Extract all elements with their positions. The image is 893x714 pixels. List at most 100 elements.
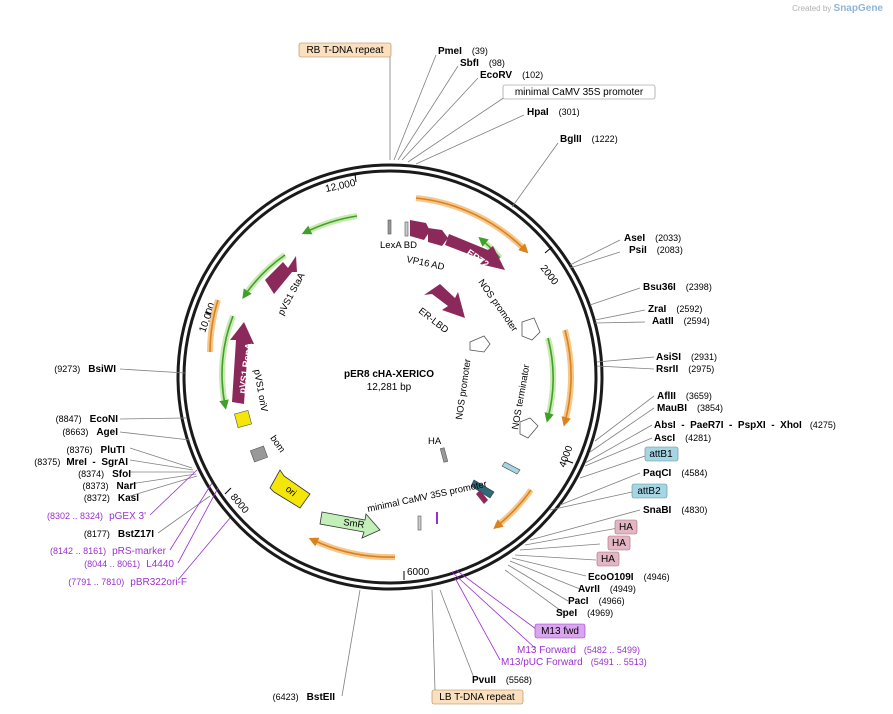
enzyme-kasi: (8372)KasI	[84, 493, 139, 504]
snapgene-logo: SnapGene	[833, 3, 883, 14]
label-lexa-bd: LexA BD	[380, 240, 417, 251]
leader-lines	[119, 54, 655, 697]
label-ha: HA	[428, 436, 442, 447]
enzyme-bglii: BglII(1222)	[560, 134, 618, 145]
ori-arrow	[269, 469, 311, 509]
enzyme-paqci: PaqCI(4584)	[643, 468, 707, 479]
attb1-label: attB1	[649, 449, 673, 460]
label-bom: bom	[268, 433, 288, 455]
enzyme-bsu36i: Bsu36I(2398)	[643, 282, 712, 293]
label-vp16-ad: VP16 AD	[405, 254, 445, 273]
tick-6000: 6000	[407, 567, 430, 578]
min35s-box: minimal CaMV 35S promoter	[502, 84, 656, 100]
enzyme-absi-group: AbsI - PaeR7I - PspXI - XhoI(4275)	[654, 420, 836, 431]
lb-tdna-box: LB T-DNA repeat	[431, 689, 524, 705]
ert2-arrow	[445, 234, 505, 270]
plasmid-length: 12,281 bp	[367, 382, 412, 393]
enzyme-paci: PacI(4966)	[568, 596, 625, 607]
enzyme-ecoo109i: EcoO109I(4946)	[588, 572, 670, 583]
attb1-marker	[501, 461, 521, 475]
ha-box-2: HA	[607, 535, 631, 551]
watermark-created-by: Created by	[792, 4, 832, 13]
enzyme-psii: PsiI(2083)	[629, 245, 683, 256]
backbone	[176, 163, 604, 591]
m13-marker	[436, 512, 438, 524]
attb2-label: attB2	[637, 486, 661, 497]
tick-4000: 4000	[557, 444, 575, 469]
ha-label-1: HA	[619, 522, 633, 533]
tick-8000: 8000	[228, 492, 251, 516]
outer-bands	[207, 195, 574, 561]
watermark: Created by SnapGene	[792, 3, 883, 14]
enzyme-pluti: (8376)PluTI	[67, 445, 126, 456]
enzyme-aatii: AatII(2594)	[652, 316, 710, 327]
enzyme-spei: SpeI(4969)	[556, 608, 613, 619]
enzyme-labels-right: PmeI(39) SbfI(98) EcoRV(102) HpaI(301) B…	[438, 46, 836, 686]
lb-tdna-label: LB T-DNA repeat	[439, 692, 515, 703]
primer-l4440: (8044 .. 8061)L4440	[84, 559, 174, 570]
nos-promoter-arrow-1	[521, 317, 541, 341]
enzyme-pmei: PmeI(39)	[438, 46, 488, 57]
primer-leader-lines	[149, 469, 541, 661]
ha-box-3: HA	[596, 551, 620, 567]
enzyme-asei: AseI(2033)	[624, 233, 681, 244]
nos-promoter-arrow-2	[469, 335, 491, 353]
enzyme-econi: (8847)EcoNI	[56, 414, 119, 425]
min35s-marker	[417, 515, 422, 531]
plasmid-name: pER8 cHA-XERICO	[344, 369, 434, 380]
enzyme-nari: (8373)NarI	[83, 481, 137, 492]
m13-fwd-box: M13 fwd	[534, 623, 586, 639]
primer-m13-forward: M13 Forward(5482 .. 5499)	[517, 645, 640, 656]
enzyme-sfoi: (8374)SfoI	[78, 469, 131, 480]
enzyme-mrei-group: (8375)MreI - SgrAI	[34, 457, 128, 468]
attb2-box: attB2	[631, 483, 668, 499]
bom-marker	[249, 445, 269, 463]
enzyme-agei: (8663)AgeI	[62, 427, 118, 438]
ha-label-3: HA	[601, 554, 615, 565]
smr-arrow	[319, 511, 381, 539]
pvs1-staa-arrow	[265, 256, 297, 294]
bd-marker	[404, 221, 409, 237]
enzyme-bsteii: (6423)BstEII	[273, 692, 336, 703]
label-nos-promoter-1: NOS promoter	[476, 277, 520, 333]
enzyme-snabi: SnaBI(4830)	[643, 505, 707, 516]
primer-m13-puc-forward: M13/pUC Forward(5491 .. 5513)	[501, 657, 647, 668]
ha-cluster-marker	[476, 490, 488, 504]
ha-box-1: HA	[614, 519, 638, 535]
primer-pbr322ori-f: (7791 .. 7810)pBR322ori-F	[68, 577, 187, 588]
rb-tdna-label: RB T-DNA repeat	[306, 45, 383, 56]
enzyme-ecorv: EcoRV(102)	[480, 70, 543, 81]
attb1-box: attB1	[644, 446, 679, 462]
features	[230, 219, 541, 539]
enzyme-pvuii: PvuII(5568)	[472, 675, 532, 686]
ha-inner-marker	[439, 447, 449, 463]
label-min35s-inner: minimal CaMV 35S promoter	[366, 479, 488, 515]
pvs1-repa-arrow	[230, 322, 254, 404]
lexa-bd-arrow	[410, 220, 430, 240]
enzyme-asci: AscI(4281)	[654, 433, 711, 444]
label-pvs1-oriv: pVS1 oriV	[251, 369, 269, 414]
nos-terminator-arrow	[519, 417, 539, 439]
lexa-marker	[387, 219, 392, 235]
label-nos-promoter-2: NOS promoter	[454, 358, 473, 420]
enzyme-rsrii: RsrII(2975)	[656, 364, 714, 375]
m13-fwd-label: M13 fwd	[541, 626, 579, 637]
enzyme-asisi: AsiSI(2931)	[656, 352, 717, 363]
min35s-label: minimal CaMV 35S promoter	[515, 87, 644, 98]
enzyme-avrii: AvrII(4949)	[578, 584, 636, 595]
primer-prs-marker: (8142 .. 8161)pRS-marker	[50, 546, 167, 557]
er-lbd-arrow	[424, 284, 465, 318]
ha-label-2: HA	[612, 538, 626, 549]
label-smr: SmR	[343, 517, 366, 531]
rb-tdna-box: RB T-DNA repeat	[298, 42, 392, 58]
primer-labels: (8302 .. 8324)pGEX 3' (8142 .. 8161)pRS-…	[47, 511, 647, 668]
enzyme-hpai: HpaI(301)	[527, 107, 580, 118]
vp16-ad-arrow	[428, 228, 448, 246]
attb2-marker	[470, 479, 495, 499]
pvs1-oriv-marker	[234, 410, 252, 428]
tick-2000: 2000	[538, 263, 561, 288]
enzyme-maubi: MauBI(3854)	[657, 403, 723, 414]
enzyme-labels-left: (9273)BsiWI (8847)EcoNI (8663)AgeI (8376…	[34, 364, 335, 703]
enzyme-bsiwi: (9273)BsiWI	[54, 364, 116, 375]
